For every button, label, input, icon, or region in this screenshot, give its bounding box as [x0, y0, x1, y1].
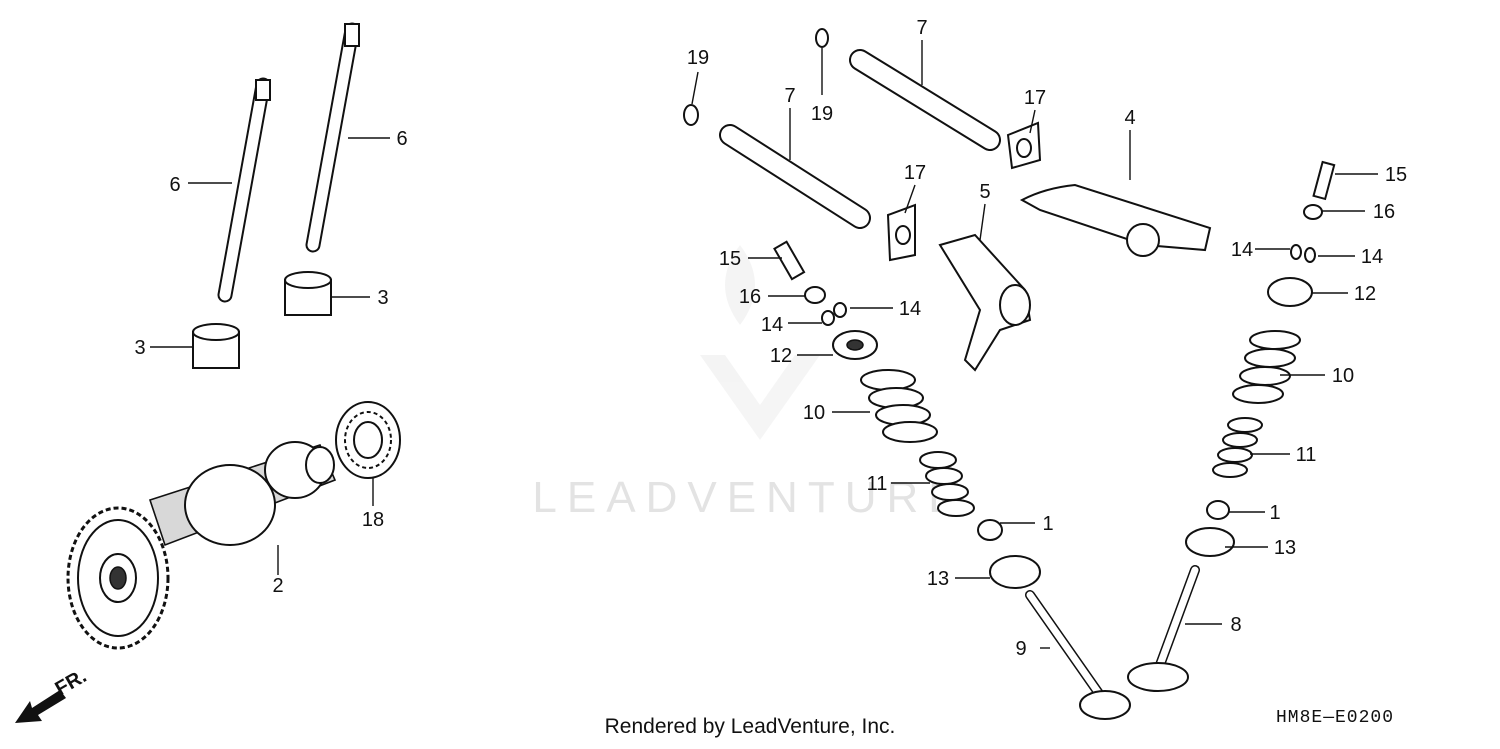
callout-15-front: 15: [719, 248, 741, 270]
callout-7-rear: 7: [916, 17, 927, 39]
callout-6-right: 6: [396, 128, 407, 150]
adjust-screw-rear: [1312, 160, 1336, 201]
exhaust-valve: [1025, 590, 1131, 720]
callout-17-front: 17: [904, 162, 926, 184]
retainer-rear: [1267, 277, 1313, 307]
callout-5: 5: [979, 181, 990, 203]
outer-spring-rear: [1232, 330, 1301, 404]
callout-19-right: 19: [811, 103, 833, 125]
diagram-code: HM8E—E0200: [1276, 708, 1395, 728]
callout-16-front: 16: [739, 286, 761, 308]
watermark-logo: [700, 245, 820, 440]
washer-19-a: [683, 104, 699, 126]
callout-10-rear: 10: [1332, 365, 1354, 387]
callout-12-front: 12: [770, 345, 792, 367]
cotter-rear: [1290, 244, 1316, 263]
valve-lifter-upper: [284, 271, 332, 316]
spring-seat-front: [989, 555, 1041, 589]
rocker-arm-5: [938, 233, 1032, 372]
callout-3-lower: 3: [134, 337, 145, 359]
inner-spring-front: [919, 451, 975, 517]
callout-16-rear: 16: [1373, 201, 1395, 223]
callout-13-front: 13: [927, 568, 949, 590]
camshaft-bearing: [335, 401, 401, 479]
callout-14-front-right: 14: [899, 298, 921, 320]
valve-lifter-lower: [192, 323, 240, 369]
lock-nut-rear: [1303, 204, 1323, 220]
adjust-screw-front: [773, 240, 806, 281]
callout-9: 9: [1015, 638, 1026, 660]
lock-nut-front: [804, 286, 826, 304]
callout-1-front: 1: [1042, 513, 1053, 535]
valve-seal-front: [977, 519, 1003, 541]
callout-11-rear: 11: [1296, 444, 1317, 466]
callout-14-rear-left: 14: [1231, 239, 1253, 261]
callout-6-left: 6: [169, 174, 180, 196]
rocker-shaft-rear: [849, 49, 1001, 151]
push-rod-left: [217, 77, 271, 303]
inner-spring-rear: [1212, 417, 1263, 478]
callout-3-upper: 3: [377, 287, 388, 309]
washer-19-b: [815, 28, 829, 48]
callout-1-rear: 1: [1269, 502, 1280, 524]
callout-4: 4: [1124, 107, 1135, 129]
callout-13-rear: 13: [1274, 537, 1296, 559]
retainer-front: [832, 330, 878, 360]
callout-7-front: 7: [784, 85, 795, 107]
callout-8: 8: [1230, 614, 1241, 636]
leader-lines: [150, 40, 1378, 649]
callout-11-front: 11: [867, 473, 888, 495]
callout-2: 2: [272, 575, 283, 597]
push-rod-right: [305, 22, 360, 253]
outer-spring-front: [860, 369, 938, 443]
callout-12-rear: 12: [1354, 283, 1376, 305]
cam-gear: [66, 506, 170, 650]
footer-credit: Rendered by LeadVenture, Inc.: [604, 715, 896, 738]
rocker-shaft-front: [719, 124, 871, 229]
rocker-arm-4: [1019, 183, 1212, 257]
callout-15-rear: 15: [1385, 164, 1407, 186]
rocker-shaft-plate-a: [886, 203, 916, 262]
spring-seat-rear: [1185, 527, 1235, 557]
callout-14-front-left: 14: [761, 314, 783, 336]
callout-14-rear-right: 14: [1361, 246, 1383, 268]
camshaft: [148, 441, 337, 547]
callout-10-front: 10: [803, 402, 825, 424]
cotter-front: [821, 302, 847, 326]
callout-18: 18: [362, 509, 384, 531]
callout-19-left: 19: [687, 47, 709, 69]
valve-seal-rear: [1206, 500, 1230, 520]
watermark-text: LEADVENTURE: [532, 473, 967, 522]
front-direction-arrow-icon: FR.: [15, 668, 90, 723]
rocker-shaft-plate-b: [1006, 121, 1042, 170]
callout-17-rear: 17: [1024, 87, 1046, 109]
intake-valve: [1127, 565, 1200, 692]
